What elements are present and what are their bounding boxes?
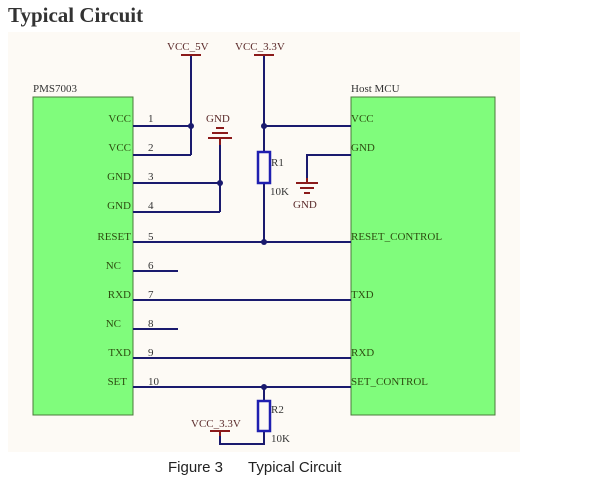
sensor-pin-label: RXD — [108, 289, 131, 301]
host-pin-label: SET_CONTROL — [351, 376, 428, 388]
junction-dot — [217, 180, 223, 186]
host-pin-label: RESET_CONTROL — [351, 231, 442, 243]
sensor-pin-label: VCC — [108, 142, 131, 154]
sensor-pin-label: SET — [107, 376, 127, 388]
sensor-pin-number: 5 — [148, 231, 154, 243]
sensor-pin-label: VCC — [108, 113, 131, 125]
sensor-pin-number: 3 — [148, 171, 154, 183]
host-body — [350, 96, 496, 416]
sensor-pin-label: RESET — [97, 231, 131, 243]
sensor-pin-label: NC — [106, 318, 121, 330]
sensor-pin-number: 7 — [148, 289, 154, 301]
ground-left-icon — [208, 127, 232, 145]
sensor-pin-label: NC — [106, 260, 121, 272]
sensor-pin-label: GND — [107, 171, 131, 183]
sensor-pin-number: 8 — [148, 318, 154, 330]
sensor-pin-label: TXD — [108, 347, 131, 359]
wire-r2-vcc — [219, 431, 265, 445]
gnd-right-label: GND — [293, 199, 317, 211]
wire-gnd-right — [306, 154, 351, 182]
figure-label: Figure 3 — [168, 459, 224, 476]
sensor-pin-number: 4 — [148, 200, 154, 212]
resistor-r2-icon — [256, 399, 272, 433]
sensor-pin-number: 10 — [148, 376, 160, 388]
sensor-body — [32, 96, 134, 416]
vcc5v-label: VCC_5V — [167, 41, 209, 53]
page-title: Typical Circuit — [8, 3, 144, 27]
junction-dot — [261, 384, 267, 390]
sensor-chip: PMS7003 — [32, 83, 134, 416]
host-pin-label: RXD — [351, 347, 374, 359]
resistor-r1-icon — [256, 150, 272, 185]
sensor-pin-label: GND — [107, 200, 131, 212]
sensor-pin-number: 2 — [148, 142, 154, 154]
r2-value: 10K — [271, 433, 290, 445]
figure-title: Typical Circuit — [248, 459, 342, 476]
vcc33v-bottom-label: VCC_3.3V — [191, 418, 241, 430]
r1-value: 10K — [270, 186, 289, 198]
gnd-left-label: GND — [206, 113, 230, 125]
host-name: Host MCU — [351, 83, 400, 95]
figure-caption: Figure 3 Typical Circuit — [168, 459, 341, 476]
vcc33v-label: VCC_3.3V — [235, 41, 285, 53]
sensor-name: PMS7003 — [33, 83, 78, 95]
junction-dot — [261, 123, 267, 129]
sensor-pin-number: 6 — [148, 260, 154, 272]
host-pin-label: TXD — [351, 289, 374, 301]
host-pin-label: GND — [351, 142, 375, 154]
host-pin-label: VCC — [351, 113, 374, 125]
r1-ref: R1 — [271, 157, 284, 169]
r2-ref: R2 — [271, 404, 284, 416]
sensor-pin-number: 1 — [148, 113, 154, 125]
ground-right-icon — [296, 178, 318, 194]
sensor-pin-number: 9 — [148, 347, 154, 359]
host-chip: Host MCU — [350, 83, 496, 416]
junction-dot — [188, 123, 194, 129]
junction-dot — [261, 239, 267, 245]
